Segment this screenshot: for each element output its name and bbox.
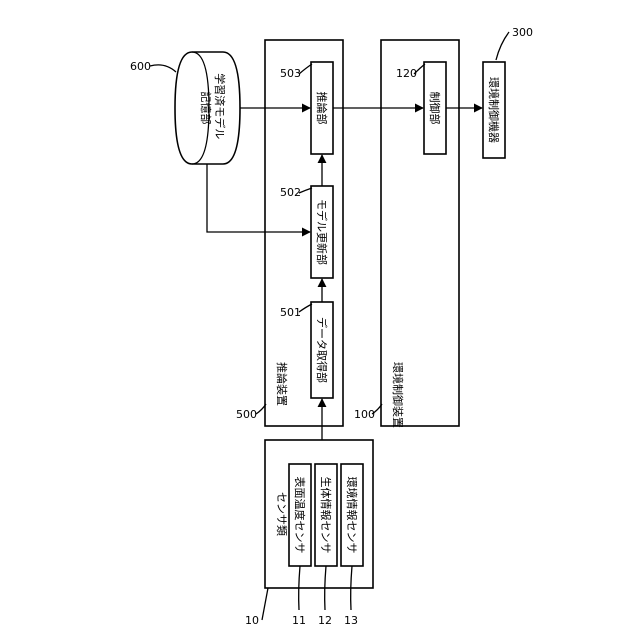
ref-12: 12 [318,614,332,627]
environment-control-device-label: 環境制御装置 [391,362,405,428]
data-acquisition-unit-label: データ取得部 [315,317,329,383]
ref-600: 600 [130,60,151,73]
environment-control-equipment-label: 環境制御機器 [487,77,501,143]
leader-300 [496,32,509,60]
ref-300: 300 [512,26,533,39]
ref-501: 501 [280,306,301,319]
ref-11: 11 [292,614,306,627]
leader-10 [262,588,268,620]
learned-model-storage: 学習済モデル 記憶部 [175,52,240,164]
ref-100: 100 [354,408,375,421]
surface-temp-sensor-label: 表面温度センサ [293,477,307,554]
ref-13: 13 [344,614,358,627]
ref-502: 502 [280,186,301,199]
leader-600 [150,65,176,72]
biometric-sensor-label: 生体情報センサ [319,477,333,554]
control-unit-label: 制御部 [428,92,442,125]
ref-503: 503 [280,67,301,80]
inference-device-label: 推論装置 [275,362,289,406]
ref-500: 500 [236,408,257,421]
sensors-label: センサ類 [275,492,288,536]
environment-sensor-label: 環境情報センサ [345,477,359,554]
ref-10: 10 [245,614,259,627]
inference-unit-label: 推論部 [315,92,329,125]
model-update-unit-label: モデル更新部 [315,199,329,265]
